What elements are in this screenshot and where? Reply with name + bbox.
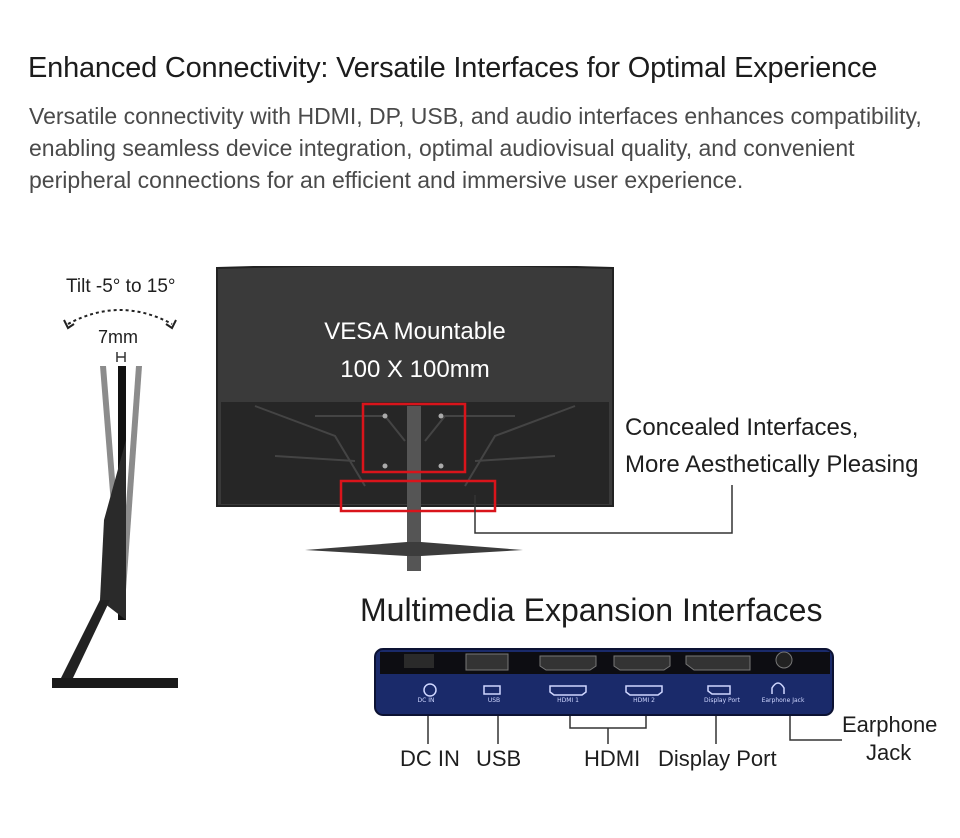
interface-highlight-box xyxy=(339,479,497,513)
interfaces-title: Multimedia Expansion Interfaces xyxy=(360,592,823,628)
hdmi1-port xyxy=(539,655,597,671)
usb-port xyxy=(465,653,509,671)
monitor-side-view xyxy=(52,309,178,688)
callout-usb: USB xyxy=(476,746,522,771)
earphone-port xyxy=(775,651,793,669)
tilt-arc-icon xyxy=(67,309,173,325)
hdmi1-icon xyxy=(549,685,587,696)
callout-earphone-line1: Earphone xyxy=(842,712,938,737)
vesa-highlight-box xyxy=(361,402,467,474)
thickness-marker-icon xyxy=(116,352,126,362)
callout-display-port: Display Port xyxy=(658,746,777,771)
vesa-size: 100 X 100mm xyxy=(340,356,490,383)
callout-dc-in: DC IN xyxy=(400,746,460,771)
tilt-arrow-left-icon xyxy=(63,319,75,330)
callout-earphone-line2: Jack xyxy=(866,740,912,765)
page-title: Enhanced Connectivity: Versatile Interfa… xyxy=(28,52,878,84)
dc-in-port xyxy=(404,654,434,668)
dc-in-icon xyxy=(423,683,437,697)
callout-hdmi: HDMI xyxy=(584,746,641,771)
usb-icon xyxy=(483,685,501,695)
tag-hdmi2: HDMI 2 xyxy=(633,697,655,704)
tag-earphone: Earphone Jack xyxy=(761,697,805,704)
tilt-arrow-right-icon xyxy=(165,319,177,330)
concealed-line1: Concealed Interfaces, xyxy=(625,414,859,441)
concealed-leader-line xyxy=(474,485,733,534)
dp-port xyxy=(685,655,751,671)
port-panel xyxy=(374,648,834,716)
rear-housing xyxy=(100,440,126,620)
intro-paragraph: Versatile connectivity with HDMI, DP, US… xyxy=(29,103,922,193)
stand-arm xyxy=(60,600,110,680)
concealed-line2: More Aesthetically Pleasing xyxy=(625,451,919,478)
dp-icon xyxy=(707,685,731,695)
tilt-label: Tilt -5° to 15° xyxy=(66,276,176,297)
stand-foot xyxy=(305,542,523,556)
hdmi2-port xyxy=(613,655,671,671)
tag-dc-in: DC IN xyxy=(417,697,435,704)
thickness-label: 7mm xyxy=(98,327,138,347)
tag-hdmi1: HDMI 1 xyxy=(557,697,579,704)
hdmi2-icon xyxy=(625,685,663,696)
port-leader-lines xyxy=(427,716,842,744)
stand-neck xyxy=(407,406,421,571)
stand-base xyxy=(52,678,178,688)
tag-usb: USB xyxy=(487,697,501,704)
tag-dp: Display Port xyxy=(704,697,740,704)
earphone-icon xyxy=(771,682,785,694)
vesa-title: VESA Mountable xyxy=(324,318,506,345)
monitor-back-view xyxy=(216,266,614,571)
